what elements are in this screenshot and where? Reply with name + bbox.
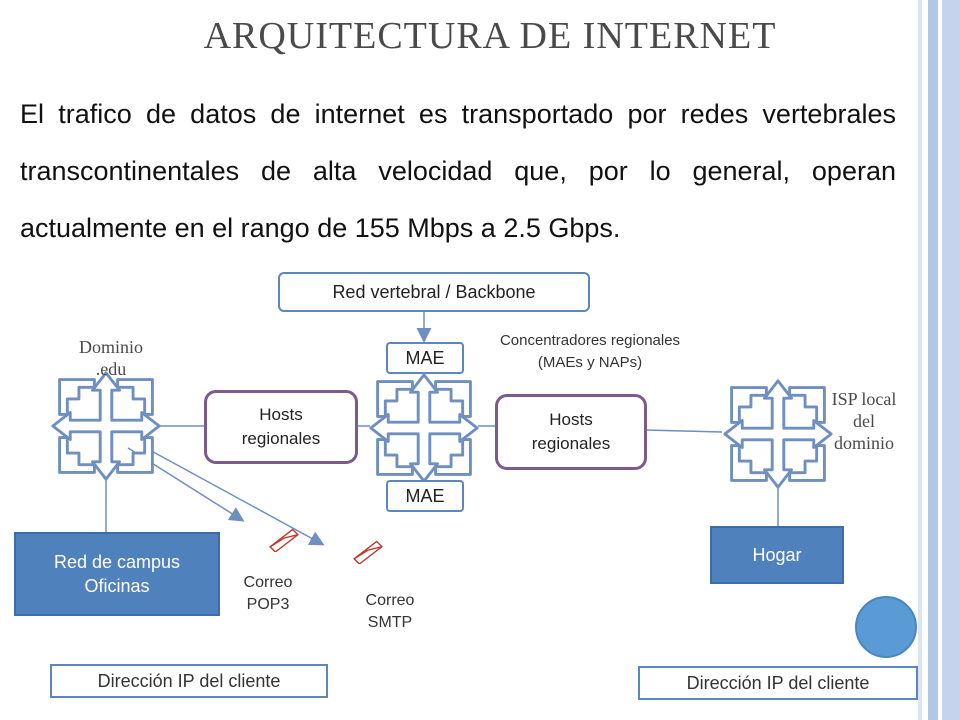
correo-pop3-label: Correo POP3 <box>218 572 318 616</box>
hosts-right-box: Hosts regionales <box>495 394 647 470</box>
hosts-right-line1: Hosts <box>549 410 593 429</box>
ip-right-label: Dirección IP del cliente <box>686 672 870 693</box>
edge-bar-mid <box>928 0 938 720</box>
correo-smtp-line2: SMTP <box>367 614 413 631</box>
hosts-left-line2: regionales <box>241 429 321 448</box>
ip-left-box: Dirección IP del cliente <box>50 664 328 698</box>
mae-bottom-label: MAE <box>405 486 445 506</box>
correo-smtp-label: Correo SMTP <box>340 590 440 634</box>
hogar-box: Hogar <box>710 526 844 584</box>
mail-envelope-icon <box>353 540 383 564</box>
edge-bar-left <box>918 0 922 720</box>
hosts-right-line2: regionales <box>531 434 611 453</box>
isp-line1: ISP local <box>831 389 897 409</box>
correo-pop3-line2: POP3 <box>246 596 290 613</box>
mae-top-label: MAE <box>405 348 445 368</box>
concentradores-label: Concentradores regionales (MAEs y NAPs) <box>474 330 706 374</box>
mae-top-box: MAE <box>386 342 464 374</box>
slide-title: ARQUITECTURA DE INTERNET <box>203 15 777 57</box>
campus-line2: Oficinas <box>84 576 150 596</box>
mail-envelope-icon <box>269 528 299 552</box>
campus-line1: Red de campus <box>53 552 181 572</box>
ip-right-box: Dirección IP del cliente <box>638 666 918 700</box>
correo-pop3-line1: Correo <box>243 574 293 591</box>
hosts-left-line1: Hosts <box>259 405 303 424</box>
backbone-label: Red vertebral / Backbone <box>332 282 536 302</box>
dominio-label: Dominio .edu <box>56 336 166 380</box>
ip-left-label: Dirección IP del cliente <box>97 670 281 691</box>
mae-bottom-box: MAE <box>386 480 464 512</box>
isp-line3: dominio <box>833 433 894 453</box>
link-hosts-right-isp <box>644 429 723 433</box>
slide-paragraph: El trafico de datos de internet es trans… <box>20 99 896 243</box>
edge-bar-right <box>942 0 960 720</box>
four-way-arrow-icon <box>51 371 161 481</box>
correo-smtp-line1: Correo <box>365 592 415 609</box>
link-smtp <box>145 447 325 546</box>
concentradores-line2: (MAEs y NAPs) <box>537 354 643 371</box>
isp-label: ISP local del dominio <box>810 388 918 454</box>
dominio-line2: .edu <box>95 359 127 379</box>
hogar-label: Hogar <box>752 545 802 565</box>
hosts-left-box: Hosts regionales <box>204 390 358 464</box>
backbone-box: Red vertebral / Backbone <box>278 272 590 312</box>
four-way-arrow-icon <box>369 373 479 483</box>
isp-line2: del <box>853 411 875 431</box>
concentradores-line1: Concentradores regionales <box>499 332 681 349</box>
decor-circle <box>855 596 917 658</box>
dominio-line1: Dominio <box>78 337 143 357</box>
campus-box: Red de campus Oficinas <box>14 532 220 616</box>
